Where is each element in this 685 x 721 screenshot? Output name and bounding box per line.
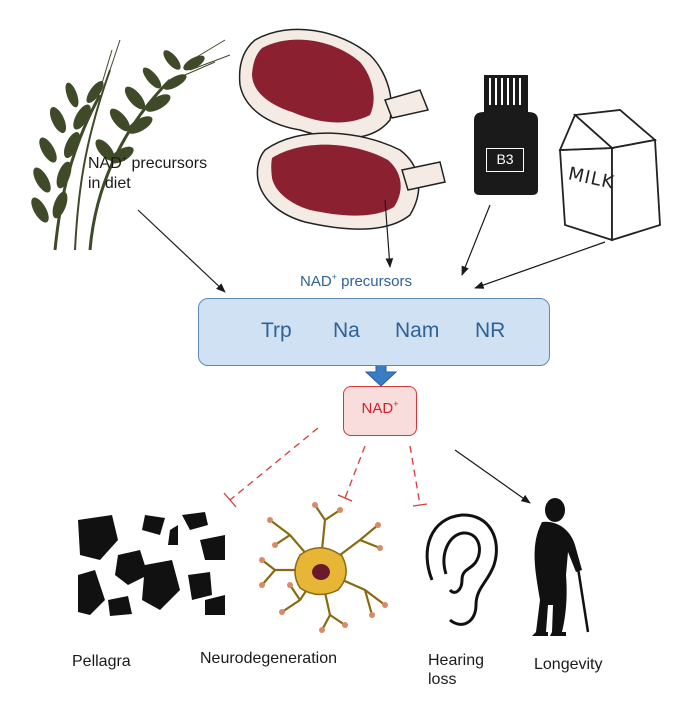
precursor-trp: Trp (261, 319, 292, 342)
ear-icon (425, 513, 498, 626)
precursors-box: Trp Na Nam NR (198, 298, 550, 366)
neuron-icon (259, 502, 388, 633)
pellagra-label: Pellagra (72, 653, 131, 670)
vitamin-bottle-icon (474, 75, 538, 195)
precursor-na: Na (333, 319, 360, 342)
nad-label: NAD+ (361, 399, 399, 418)
pellagra-skin-icon (78, 512, 225, 616)
bottle-label: B3 (486, 148, 524, 172)
wheat-icon (31, 39, 231, 251)
elderly-person-icon (532, 498, 590, 636)
steak-icon (238, 28, 446, 230)
neurodegeneration-label: Neurodegeneration (200, 650, 337, 667)
diet-precursors-label: NAD+ precursors in diet (88, 154, 208, 193)
precursor-nam: Nam (395, 319, 440, 342)
longevity-label: Longevity (534, 656, 603, 673)
precursors-title: NAD+ precursors (300, 272, 412, 291)
milk-carton-icon (558, 109, 661, 242)
nad-box: NAD+ (343, 386, 417, 436)
precursor-nr: NR (475, 319, 506, 342)
